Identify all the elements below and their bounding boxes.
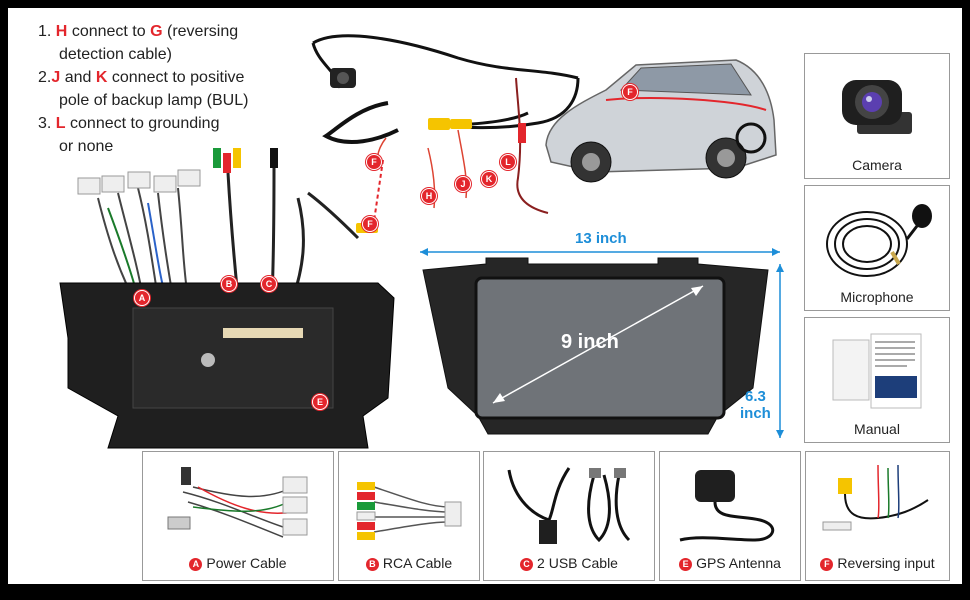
wire-label-j: J xyxy=(455,176,471,192)
manual-icon xyxy=(832,333,922,409)
accessory-camera: Camera xyxy=(804,53,950,179)
head-unit-front-illustration xyxy=(420,248,784,438)
power-cable-icon xyxy=(167,467,308,538)
unit-label-e: E xyxy=(312,394,328,410)
wiring-instructions: 1. H connect to G (reversing detection c… xyxy=(38,20,298,158)
camera-icon xyxy=(842,80,912,134)
car-label-f: F xyxy=(622,84,638,100)
wire-label-l: L xyxy=(500,154,516,170)
diagonal-dimension: 9 inch xyxy=(561,331,619,353)
product-canvas: 1. H connect to G (reversing detection c… xyxy=(8,8,962,584)
unit-label-a: A xyxy=(134,290,150,306)
accessory-microphone: Microphone xyxy=(804,185,950,311)
instruction-3: 3. L connect to grounding or none xyxy=(38,115,220,155)
gps-antenna-icon xyxy=(679,470,774,542)
instruction-2: 2.J and K connect to positive pole of ba… xyxy=(38,69,249,109)
unit-label-b: B xyxy=(221,276,237,292)
reversing-input-icon xyxy=(822,464,929,531)
rca-cable-icon xyxy=(356,482,462,540)
accessory-manual: Manual xyxy=(804,317,950,443)
wire-label-h: H xyxy=(421,188,437,204)
wire-label-k: K xyxy=(481,171,497,187)
width-dimension: 13 inch xyxy=(575,230,627,247)
unit-label-c: C xyxy=(261,276,277,292)
height-dimension: 6.3 inch xyxy=(740,388,771,422)
usb-cable-icon xyxy=(507,467,631,544)
microphone-icon xyxy=(826,204,932,277)
head-unit-back-illustration xyxy=(59,148,395,449)
wire-label-f1: F xyxy=(366,154,382,170)
car-illustration xyxy=(545,59,777,183)
wire-label-f2: F xyxy=(362,216,378,232)
instruction-1: 1. H connect to G (reversing detection c… xyxy=(38,23,239,63)
